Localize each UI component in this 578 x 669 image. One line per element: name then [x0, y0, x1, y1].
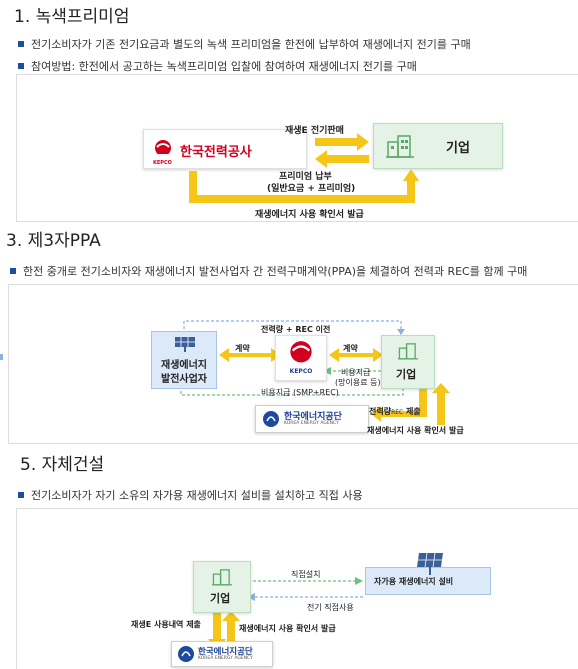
submit-main-text: 전력량: [369, 407, 392, 416]
flow-arrows: [189, 133, 419, 203]
kea-name: 한국에너지공단: [198, 647, 253, 657]
submit-end-text: 제출: [406, 407, 421, 416]
bullet-icon: [18, 41, 24, 47]
generator-label-2: 발전사업자: [161, 374, 207, 385]
section-1-bullet-1: 전기소비자가 기존 전기요금과 별도의 녹색 프리미엄을 한전에 납부하여 재생…: [31, 38, 471, 51]
kea-name-en: KOREA ENERGY AGENCY: [284, 421, 339, 426]
building-icon: [398, 343, 418, 360]
section-5-title: 5. 자체건설: [20, 455, 105, 475]
kea-logo-icon: [178, 646, 194, 662]
direct-use-label: 전기 직접사용: [307, 603, 354, 612]
solar-panel-icon: [175, 337, 195, 352]
submit-label: 재생E 사용내역 제출: [131, 620, 201, 629]
install-label: 직접설치: [291, 570, 321, 579]
kepco-box: KEPCO: [275, 335, 327, 381]
generator-label-1: 재생에너지: [161, 360, 207, 371]
section-3-bullet-1: 한전 중개로 전기소비자와 재생에너지 발전사업자 간 전력구매계약(PPA)을…: [23, 265, 528, 278]
kea-name: 한국에너지공단: [284, 412, 342, 422]
company-box: 기업: [193, 561, 251, 613]
premium-detail-label: (일반요금 + 프리미엄): [267, 184, 356, 194]
confirm-label: 재생에너지 사용 확인서 발급: [255, 210, 364, 220]
premium-label: 프리미엄 납부: [279, 172, 332, 182]
kea-box: 한국에너지공단 KOREA ENERGY AGENCY: [171, 641, 273, 667]
building-icon: [212, 569, 232, 586]
kepco-logo-icon: [290, 341, 312, 363]
facility-box: 자가용 재생에너지 설비: [365, 567, 491, 595]
company-label: 기업: [446, 141, 470, 156]
contract-right-label: 계약: [343, 344, 358, 353]
company-label: 기업: [396, 368, 417, 381]
solar-panel-icon: [417, 552, 443, 575]
edge-marker: [0, 354, 3, 360]
kepco-logo-icon: [154, 140, 172, 159]
fee-detail-label: (망이용료 등): [335, 378, 381, 387]
facility-label: 자가용 재생에너지 설비: [374, 577, 454, 586]
bullet-icon: [18, 492, 24, 498]
kea-name-en: KOREA ENERGY AGENCY: [198, 656, 253, 661]
smp-label: 비용지급 (SMP+REC): [261, 388, 339, 397]
company-label: 기업: [210, 592, 231, 605]
ppa-flow-arrows: [177, 320, 450, 425]
fee-label: 비용지급: [341, 368, 371, 377]
kea-logo-icon: [263, 411, 279, 427]
kepco-name: 한국전력공사: [180, 145, 252, 160]
kea-box: 한국에너지공단 KOREA ENERGY AGENCY: [255, 405, 369, 433]
section-3-title: 3. 제3자PPA: [6, 231, 101, 251]
sell-label: 재생E 전기판매: [285, 126, 344, 136]
kepco-logo-text: KEPCO: [153, 160, 172, 166]
confirm-label: 재생에너지 사용 확인서 발급: [239, 624, 336, 633]
company-box: 기업: [381, 335, 435, 389]
submit-sub-text: REC: [391, 409, 404, 416]
diagram-panel-green-premium: KEPCO 한국전력공사 기업 재생E 전기판매 프리미엄 납부 (일반요금 +…: [16, 74, 578, 222]
section-1-bullet-2: 참여방법: 한전에서 공고하는 녹색프리미엄 입찰에 참여하여 재생에너지 전기…: [31, 60, 417, 73]
contract-left-label: 계약: [235, 344, 250, 353]
company-box: 기업: [373, 123, 503, 169]
transfer-label: 전력량 + REC 이전: [261, 325, 331, 334]
section-5-bullet-1: 전기소비자가 자기 소유의 자가용 재생에너지 설비를 설치하고 직접 사용: [31, 489, 363, 502]
section-1-title: 1. 녹색프리미엄: [14, 7, 130, 27]
bullet-icon: [10, 268, 16, 274]
self-build-arrows: [208, 577, 363, 649]
kepco-box: KEPCO 한국전력공사: [143, 129, 307, 169]
bullet-icon: [18, 63, 24, 69]
confirm-label: 재생에너지 사용 확인서 발급: [367, 426, 464, 435]
generator-box: 재생에너지 발전사업자: [151, 331, 217, 389]
kepco-logo-text: KEPCO: [289, 368, 313, 375]
submit-label: 전력량REC 제출: [369, 406, 421, 417]
diagram-panel-ppa: 재생에너지 발전사업자 KEPCO 기업 전력량 + REC 이전 계약 계약 …: [8, 284, 578, 444]
diagram-panel-self-build: 기업 자가용 재생에너지 설비 직접설치 전기 직접사용 재생E 사용내역 제출…: [16, 508, 578, 669]
building-icon: [386, 135, 414, 158]
